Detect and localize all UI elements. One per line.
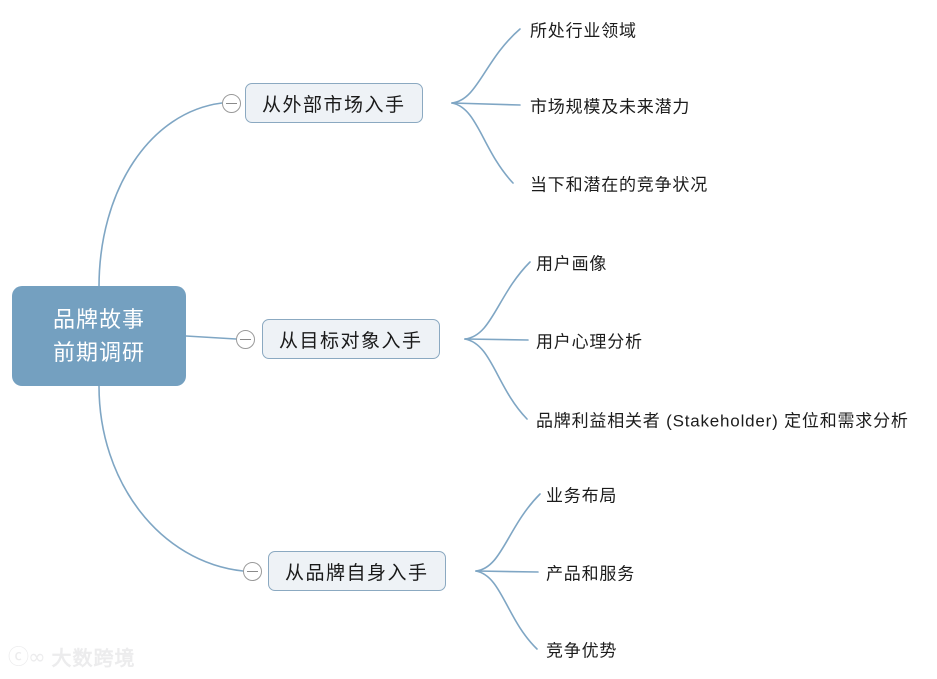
branch-node-3[interactable]: 从品牌自身入手 [268, 551, 446, 591]
leaf-node-3-2[interactable]: 产品和服务 [546, 564, 635, 584]
edge-branch-2-to-leaf-3 [464, 338, 528, 420]
leaf-node-2-3[interactable]: 品牌利益相关者 (Stakeholder) 定位和需求分析 [536, 411, 909, 431]
root-node-label-line-2: 前期调研 [52, 340, 145, 365]
edge-branch-2-to-leaf-1 [464, 261, 531, 340]
minus-circle-icon-branch-3[interactable] [243, 562, 262, 581]
edge-branch-1-to-leaf-1 [451, 28, 521, 104]
edge-branch-1-to-leaf-2 [451, 102, 521, 106]
watermark: ⓒ∞ 大数跨境 [8, 641, 136, 671]
leaf-node-2-2[interactable]: 用户心理分析 [536, 332, 643, 352]
edge-branch-3-to-leaf-3 [475, 570, 538, 650]
leaf-node-3-3[interactable]: 竞争优势 [546, 641, 618, 661]
leaf-node-3-1[interactable]: 业务布局 [546, 486, 618, 506]
leaf-node-1-2[interactable]: 市场规模及未来潜力 [530, 97, 691, 117]
branch-node-1[interactable]: 从外部市场入手 [245, 83, 423, 123]
branch-node-2-label: 从目标对象入手 [279, 330, 423, 352]
watermark-label: 大数跨境 [51, 647, 136, 670]
edge-root-to-branch-3 [98, 385, 244, 572]
edge-branch-3-to-leaf-2 [475, 570, 539, 573]
leaf-node-1-3[interactable]: 当下和潜在的竞争状况 [530, 175, 708, 195]
root-node-label-line-1: 品牌故事 [52, 307, 145, 332]
branch-node-1-label: 从外部市场入手 [262, 94, 406, 116]
edge-root-to-branch-2 [185, 335, 237, 340]
branch-node-2[interactable]: 从目标对象入手 [262, 319, 440, 359]
watermark-logo-icon: ⓒ∞ [8, 645, 45, 669]
root-node[interactable]: 品牌故事 前期调研 [12, 286, 186, 386]
edge-branch-1-to-leaf-3 [451, 102, 514, 184]
leaf-node-2-1[interactable]: 用户画像 [536, 254, 608, 274]
minus-circle-icon-branch-1[interactable] [222, 94, 241, 113]
edge-branch-3-to-leaf-1 [475, 493, 541, 572]
edge-branch-2-to-leaf-2 [464, 338, 529, 341]
branch-node-3-label: 从品牌自身入手 [285, 562, 429, 584]
edge-root-to-branch-1 [98, 102, 223, 288]
leaf-node-1-1[interactable]: 所处行业领域 [530, 21, 637, 41]
minus-circle-icon-branch-2[interactable] [236, 330, 255, 349]
